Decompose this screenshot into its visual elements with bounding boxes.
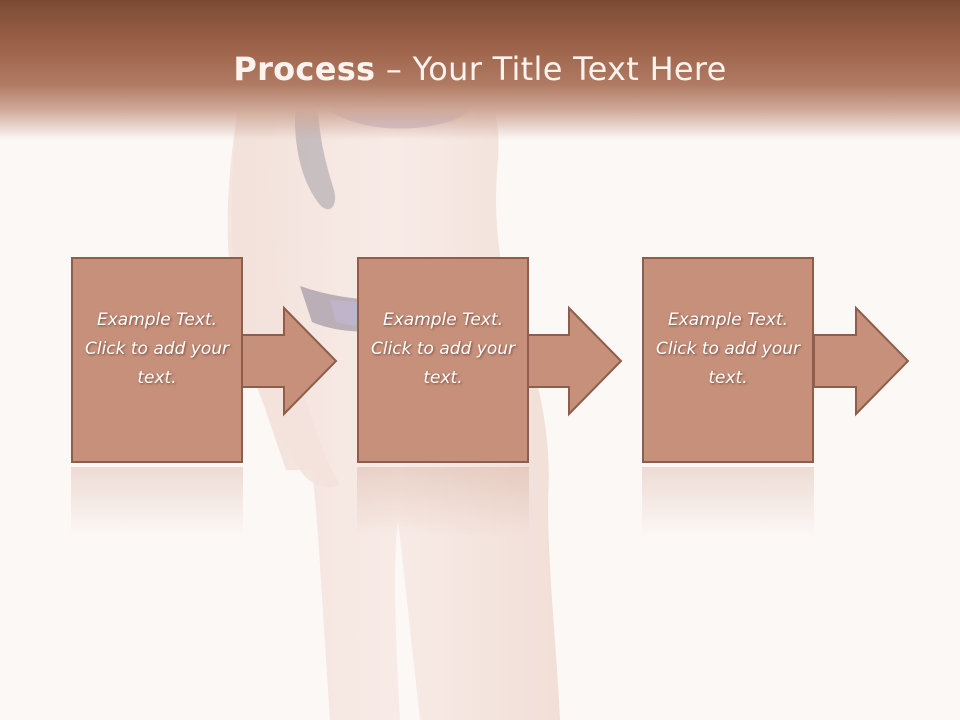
step-3-box[interactable]: Example Text. Click to add your text. [642, 257, 814, 463]
step-2-box[interactable]: Example Text. Click to add your text. [357, 257, 529, 463]
step-3-arrow-shape [813, 305, 910, 417]
step-1-text: Example Text. Click to add your text. [84, 309, 229, 388]
step-2-text: Example Text. Click to add your text. [370, 309, 515, 388]
step-2-arrow-shape [526, 305, 623, 417]
step-3-reflection [642, 467, 814, 537]
step-1-box[interactable]: Example Text. Click to add your text. [71, 257, 243, 463]
step-1-arrow-shape [241, 305, 338, 417]
title-rest: – Your Title Text Here [375, 50, 727, 88]
step-3-text: Example Text. Click to add your text. [655, 309, 800, 388]
title-bold: Process [233, 50, 376, 88]
step-2-reflection [357, 467, 529, 537]
header-band [0, 0, 960, 140]
slide-title[interactable]: Process – Your Title Text Here [0, 50, 960, 88]
step-1-reflection [71, 467, 243, 537]
